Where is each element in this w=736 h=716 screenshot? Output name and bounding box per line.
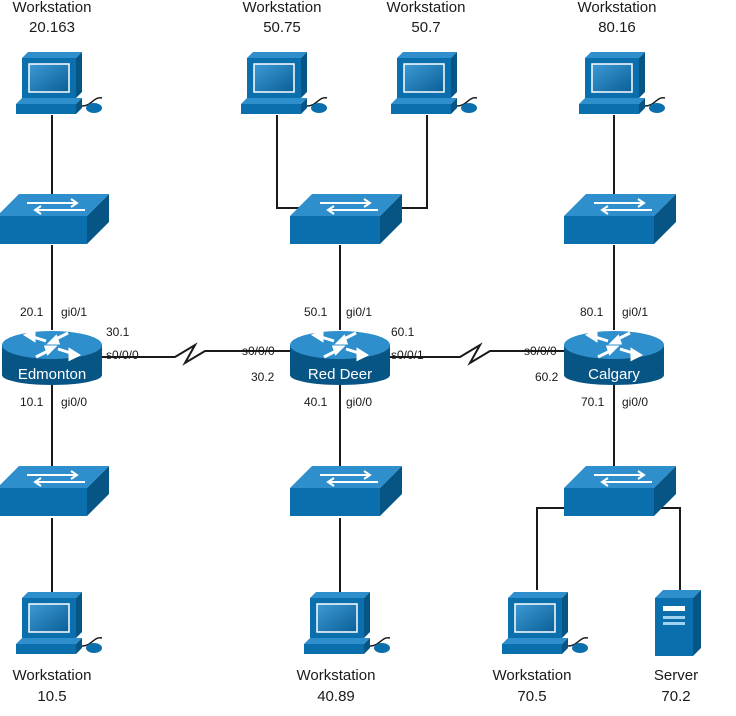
reddeer-lan-top-port: gi0/1 bbox=[346, 305, 372, 319]
edmonton-lan-bottom-port: gi0/0 bbox=[61, 395, 87, 409]
workstation-icon bbox=[16, 592, 103, 654]
workstation-80-16: Workstation 80.16 bbox=[578, 0, 666, 114]
workstation-address: 70.5 bbox=[517, 688, 546, 705]
calgary-lan-bottom-port: gi0/0 bbox=[622, 395, 648, 409]
reddeer-wan-left-ip: 30.2 bbox=[251, 370, 275, 384]
switch-edmonton-bottom bbox=[0, 466, 109, 516]
calgary-wan-ip: 60.2 bbox=[535, 370, 559, 384]
switch-edmonton-top bbox=[0, 194, 109, 244]
reddeer-lan-bottom-ip: 40.1 bbox=[304, 395, 328, 409]
workstation-icon bbox=[391, 52, 478, 114]
workstation-label: Workstation bbox=[13, 0, 92, 16]
serial-link-edmonton-reddeer bbox=[100, 342, 290, 366]
workstation-address: 20.163 bbox=[29, 19, 75, 36]
connections bbox=[51, 115, 681, 595]
workstation-address: 80.16 bbox=[598, 19, 636, 36]
switch-calgary-bottom bbox=[564, 466, 676, 516]
workstation-label: Workstation bbox=[387, 0, 466, 16]
router-name: Red Deer bbox=[308, 366, 372, 383]
workstation-icon bbox=[241, 52, 328, 114]
edmonton-lan-top-ip: 20.1 bbox=[20, 305, 44, 319]
serial-link-reddeer-calgary bbox=[385, 342, 570, 366]
workstation-label: Workstation bbox=[578, 0, 657, 16]
reddeer-lan-top-ip: 50.1 bbox=[304, 305, 328, 319]
workstation-50-7: Workstation 50.7 bbox=[387, 0, 478, 114]
workstation-icon bbox=[16, 52, 103, 114]
link-ws5075-switch bbox=[276, 115, 300, 209]
link-switch-server bbox=[650, 507, 681, 590]
workstation-20-163: Workstation 20.163 bbox=[13, 0, 103, 114]
router-name: Calgary bbox=[588, 366, 640, 383]
workstation-address: 10.5 bbox=[37, 688, 66, 705]
workstation-40-89: Workstation 40.89 bbox=[297, 592, 391, 705]
edmonton-wan-port: s0/0/0 bbox=[106, 348, 139, 362]
workstation-10-5: Workstation 10.5 bbox=[13, 592, 103, 705]
edmonton-wan-ip: 30.1 bbox=[106, 325, 130, 339]
calgary-lan-bottom-ip: 70.1 bbox=[581, 395, 605, 409]
link-switch-ws705 bbox=[536, 507, 575, 590]
workstation-label: Workstation bbox=[493, 667, 572, 684]
router-calgary: Calgary bbox=[564, 328, 664, 385]
server-70-2: Server 70.2 bbox=[654, 590, 701, 705]
workstation-icon bbox=[502, 592, 589, 654]
server-label: Server bbox=[654, 667, 698, 684]
edmonton-lan-top-port: gi0/1 bbox=[61, 305, 87, 319]
workstation-70-5: Workstation 70.5 bbox=[493, 592, 589, 705]
switch-calgary-top bbox=[564, 194, 676, 244]
switch-reddeer-bottom bbox=[290, 466, 402, 516]
server-address: 70.2 bbox=[661, 688, 690, 705]
workstation-label: Workstation bbox=[297, 667, 376, 684]
workstation-label: Workstation bbox=[243, 0, 322, 16]
reddeer-wan-right-port: s0/0/1 bbox=[391, 348, 424, 362]
router-reddeer: Red Deer bbox=[290, 328, 390, 385]
workstation-address: 50.75 bbox=[263, 19, 301, 36]
reddeer-lan-bottom-port: gi0/0 bbox=[346, 395, 372, 409]
workstation-address: 40.89 bbox=[317, 688, 355, 705]
server-icon bbox=[655, 590, 701, 656]
calgary-lan-top-port: gi0/1 bbox=[622, 305, 648, 319]
edmonton-lan-bottom-ip: 10.1 bbox=[20, 395, 44, 409]
workstation-50-75: Workstation 50.75 bbox=[241, 0, 328, 114]
workstation-address: 50.7 bbox=[411, 19, 440, 36]
workstation-label: Workstation bbox=[13, 667, 92, 684]
workstation-icon bbox=[304, 592, 391, 654]
calgary-lan-top-ip: 80.1 bbox=[580, 305, 604, 319]
switch-reddeer-top bbox=[290, 194, 402, 244]
reddeer-wan-right-ip: 60.1 bbox=[391, 325, 415, 339]
router-name: Edmonton bbox=[18, 366, 86, 383]
reddeer-wan-left-port: s0/0/0 bbox=[242, 344, 275, 358]
link-ws507-switch bbox=[395, 115, 428, 209]
workstation-icon bbox=[579, 52, 666, 114]
calgary-wan-port: s0/0/0 bbox=[524, 344, 557, 358]
router-arrows-icon bbox=[22, 328, 82, 362]
router-arrows-icon bbox=[584, 328, 644, 362]
router-arrows-icon bbox=[310, 328, 370, 362]
router-edmonton: Edmonton bbox=[2, 328, 102, 385]
